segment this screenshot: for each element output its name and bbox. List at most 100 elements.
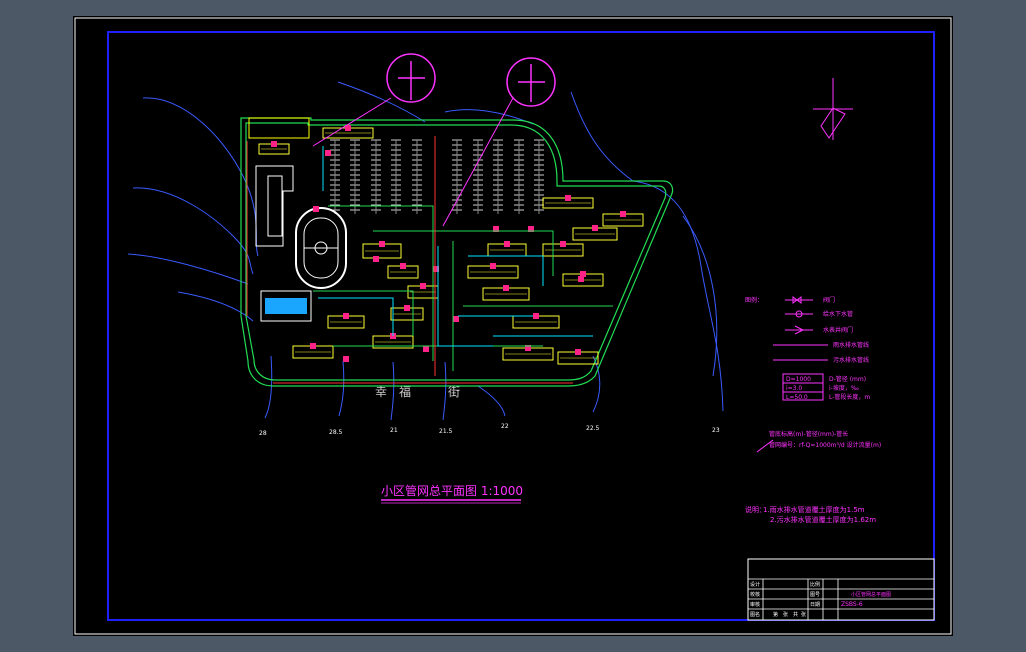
contour-label: 21	[390, 427, 398, 434]
contour-line	[338, 360, 345, 417]
pipe-marker	[504, 241, 510, 247]
title-block-grid	[748, 578, 934, 620]
pipe-marker	[528, 226, 534, 232]
contour-line	[442, 361, 447, 421]
road-line	[328, 205, 434, 361]
pipe-marker	[592, 225, 598, 231]
contour-line	[390, 361, 395, 421]
contour-label: 22	[501, 423, 509, 430]
internal-roads	[313, 205, 613, 371]
legend-label: 给水下水管	[823, 310, 853, 318]
pipe-marker	[525, 345, 531, 351]
pipe-marker	[578, 276, 584, 282]
street-char: 街	[448, 385, 460, 399]
tb-cell: 图号	[810, 592, 820, 598]
tb-cell: 审核	[750, 601, 760, 608]
meter-well-icon	[794, 325, 805, 335]
tb-cell: 张	[783, 611, 788, 618]
legend-leader	[756, 439, 774, 453]
tb-cell: 图名	[750, 611, 760, 618]
site-boundary	[240, 117, 674, 387]
downpipe-icon	[795, 310, 803, 318]
callout-leader	[312, 97, 392, 147]
road-line	[313, 290, 414, 336]
pipe-marker	[433, 266, 439, 272]
spec-label: D-管径 (mm)	[829, 375, 866, 383]
pipe-marker	[420, 283, 426, 289]
tb-drawing-number: ZSBS-6	[841, 601, 863, 608]
field-center-circle	[314, 241, 328, 255]
valve-icon	[792, 296, 802, 304]
pipe-marker	[575, 349, 581, 355]
notes: 说明： 1.雨水排水管道覆土厚度为1.5m 2.污水排水管道覆土厚度为1.62m	[745, 505, 876, 524]
running-track	[295, 207, 347, 289]
title-block: 设计 校核 审核 比例 图号 日期 图名 第 张 共 张 小区管网总平面图 ZS…	[747, 558, 935, 621]
drawing-sheet: 幸 福 街 28 28.5 21 21.5 22 22.5 23 小区管网总平面…	[73, 16, 953, 636]
cad-drawing: 幸 福 街 28 28.5 21 21.5 22 22.5 23 小区管网总平面…	[74, 17, 952, 635]
street-char: 福	[399, 384, 411, 399]
contour-line	[477, 385, 506, 417]
notes-header: 说明：	[745, 505, 766, 514]
pipe-marker	[345, 125, 351, 131]
note-line: 1.雨水排水管道覆土厚度为1.5m	[763, 505, 865, 514]
building-outline	[248, 117, 310, 139]
building-outline	[267, 175, 283, 237]
pipe-marker	[373, 256, 379, 262]
pipe-line	[468, 255, 544, 286]
contour-label: 23	[712, 427, 720, 434]
tb-cell: 校核	[750, 591, 760, 598]
contour-line	[127, 253, 249, 285]
legend-header: 图例：	[745, 296, 763, 304]
contour-line	[632, 180, 724, 412]
pipe-marker	[343, 313, 349, 319]
north-arrow-head	[820, 107, 846, 139]
tb-cell: 比例	[810, 581, 820, 588]
street-char: 幸	[375, 385, 387, 399]
pipe-marker	[379, 241, 385, 247]
spec-value: L=50.0	[786, 394, 808, 401]
pipe-marker	[565, 195, 571, 201]
contour-line	[177, 291, 254, 322]
note-line: 2.污水排水管道覆土厚度为1.62m	[770, 515, 876, 524]
legend-label: 污水排水管线	[833, 356, 869, 364]
pipe-marker	[310, 343, 316, 349]
pipe-marker	[325, 150, 331, 156]
title-block-frame	[747, 558, 935, 621]
tb-project-name: 小区管网总平面图	[851, 591, 891, 598]
boundary-line-inner	[245, 122, 667, 381]
pipe-line	[437, 246, 493, 347]
legend-label: 雨水排水管线	[833, 341, 869, 349]
road-line	[373, 230, 554, 276]
contour-labels: 28 28.5 21 21.5 22 22.5 23	[259, 423, 720, 437]
spec-value: i=3.0	[786, 385, 802, 392]
tb-cell: 共	[793, 611, 798, 618]
contour-line	[264, 355, 273, 419]
pipe-marker	[560, 241, 566, 247]
inner-frame	[107, 31, 935, 621]
pipe-marker	[400, 263, 406, 269]
contour-line	[132, 187, 254, 275]
callout-leader	[442, 97, 514, 227]
elevation-note: 管网编号：rf-Q=1000m³/d 设计流量(m)	[769, 441, 881, 449]
school-building	[248, 117, 312, 322]
drawing-title: 小区管网总平面图 1:1000	[381, 483, 523, 498]
parking-area	[330, 139, 544, 214]
outer-frame	[74, 17, 952, 635]
pipe-marker	[313, 206, 319, 212]
pipe-marker	[453, 316, 459, 322]
title-block-cells: 设计 校核 审核 比例 图号 日期 图名 第 张 共 张	[750, 581, 820, 618]
pipe-network	[318, 146, 593, 347]
pipe-marker	[580, 271, 586, 277]
boundary-line	[240, 117, 674, 387]
pipe-marker	[404, 305, 410, 311]
pipe-marker	[490, 263, 496, 269]
contour-label: 22.5	[586, 425, 600, 432]
contour-line	[570, 91, 634, 182]
legend: 图例： 阀门 给水下水管 水表井阀门 雨水排水管线 污水排水管线 D=1000 …	[745, 296, 881, 453]
callout-circle	[386, 53, 436, 103]
pipe-marker	[423, 346, 429, 352]
tb-cell: 张	[801, 611, 806, 618]
contour-label: 28	[259, 430, 267, 437]
pool	[265, 298, 307, 314]
contour-label: 28.5	[329, 429, 343, 436]
